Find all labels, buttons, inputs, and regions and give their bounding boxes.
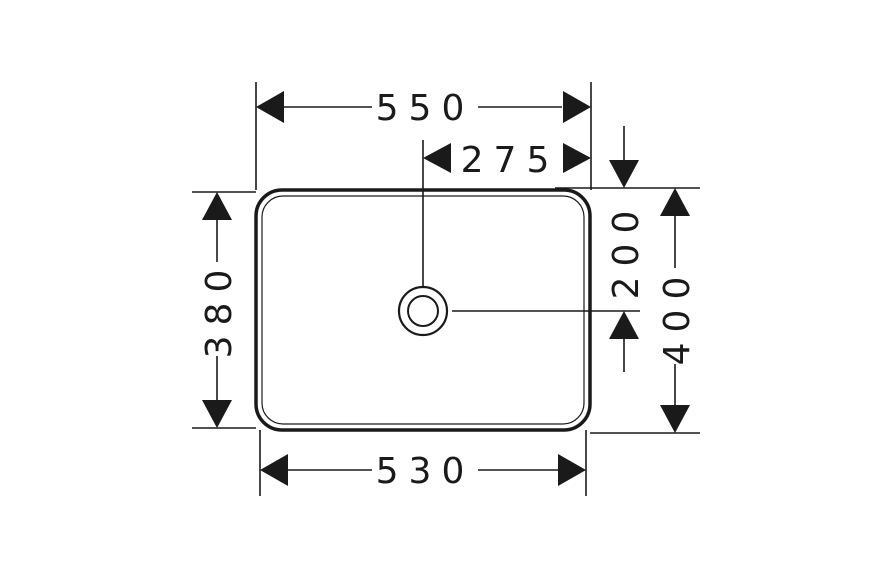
dim-drain-offset-y: 200 [452,126,700,372]
dim-label-275: 275 [461,140,560,181]
arrow-down-icon [609,160,639,188]
dim-overall-height: 400 [590,188,700,434]
arrow-up-icon [202,192,232,220]
dim-label-550: 550 [376,88,475,129]
arrow-left-icon [423,143,451,173]
dim-label-200: 200 [606,201,647,300]
drain-icon [397,285,449,337]
dim-overall-depth: 380 [192,191,256,429]
arrow-left-icon [256,91,284,123]
arrow-right-icon [563,91,591,123]
dim-label-380: 380 [199,260,240,359]
dim-drain-offset-x: 275 [422,140,591,286]
arrow-left-icon [260,454,288,486]
dim-overall-width: 550 [255,82,592,190]
dim-bottom-width: 530 [259,430,587,496]
arrow-right-icon [563,143,591,173]
arrow-up-icon [609,311,639,339]
dim-label-530: 530 [376,451,475,492]
arrow-up-icon [660,188,690,216]
dim-label-400: 400 [657,267,698,366]
arrow-right-icon [558,454,586,486]
arrow-down-icon [202,400,232,428]
arrow-down-icon [660,405,690,433]
